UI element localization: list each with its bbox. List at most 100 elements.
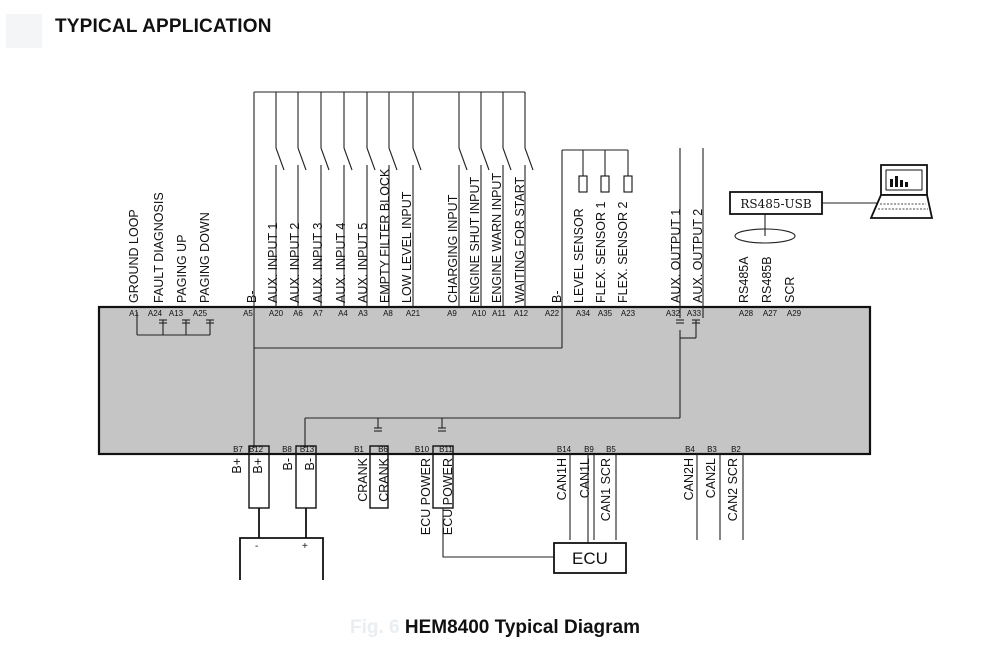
top-pin-a7: A7 xyxy=(313,309,323,318)
top-label-21: AUX. OUTPUT 2 xyxy=(691,209,705,303)
battery: - + xyxy=(239,508,324,580)
top-label-23: RS485B xyxy=(760,256,774,303)
caption-text: HEM8400 Typical Diagram xyxy=(404,617,641,638)
top-pin-a21: A21 xyxy=(406,309,421,318)
top-pin-a13: A13 xyxy=(169,309,184,318)
bottom-label-3: B- xyxy=(303,458,317,471)
top-wires xyxy=(275,92,534,307)
top-pin-a12: A12 xyxy=(514,309,529,318)
top-pin-a9: A9 xyxy=(447,309,457,318)
top-pin-a23: A23 xyxy=(621,309,636,318)
top-pin-a6: A6 xyxy=(293,309,303,318)
top-label-24: SCR xyxy=(783,277,797,303)
bottom-label-7: ECU POWER xyxy=(441,458,455,535)
bottom-pin-b2: B2 xyxy=(731,445,741,454)
top-pin-a8: A8 xyxy=(383,309,393,318)
top-label-6: AUX. INPUT 2 xyxy=(288,223,302,303)
controller-body xyxy=(97,305,872,456)
bottom-label-6: ECU POWER xyxy=(419,458,433,535)
page-title: TYPICAL APPLICATION xyxy=(55,16,272,37)
top-pin-a20: A20 xyxy=(269,309,284,318)
top-pin-a3: A3 xyxy=(358,309,368,318)
bottom-pins: B7 B12 B8 B13 B1 B6 B10 B11 B14 B9 B5 B4 B3 B2 xyxy=(233,445,741,454)
top-pin-a22: A22 xyxy=(545,309,560,318)
rs485-usb-label: RS485-USB xyxy=(740,197,812,211)
bottom-pin-b14: B14 xyxy=(557,445,572,454)
top-label-3: PAGING DOWN xyxy=(198,212,212,303)
top-label-1: FAULT DIAGNOSIS xyxy=(152,192,166,303)
top-labels: GROUND LOOP FAULT DIAGNOSIS PAGING UP PAGIN… xyxy=(127,168,797,303)
top-label-8: AUX. INPUT 4 xyxy=(334,223,348,303)
bottom-pin-b8: B8 xyxy=(282,445,292,454)
top-pin-a28: A28 xyxy=(739,309,754,318)
caption-fig-number: Fig. 6 xyxy=(349,617,400,638)
top-pin-a25: A25 xyxy=(193,309,208,318)
bottom-label-2: B- xyxy=(281,458,295,471)
capacitor-markers xyxy=(159,319,700,432)
battery-pos-label: + xyxy=(302,541,308,552)
bottom-pin-b12: B12 xyxy=(249,445,264,454)
bottom-label-0: B+ xyxy=(230,458,244,474)
top-pin-a32: A32 xyxy=(666,309,681,318)
laptop-icon xyxy=(869,164,934,219)
bottom-pin-b13: B13 xyxy=(300,445,315,454)
top-label-15: WAITING FOR START xyxy=(513,176,527,303)
bottom-label-9: CAN1L xyxy=(578,458,592,498)
ecu-label: ECU xyxy=(572,549,608,568)
bottom-label-10: CAN1 SCR xyxy=(599,458,613,521)
internal-wiring xyxy=(136,307,697,448)
bottom-pin-b4: B4 xyxy=(685,445,695,454)
top-pin-a33: A33 xyxy=(687,309,702,318)
bottom-label-5: CRANK xyxy=(377,457,391,501)
top-pin-a35: A35 xyxy=(598,309,613,318)
top-label-19: FLEX. SENSOR 2 xyxy=(616,202,630,303)
terminal-blocks xyxy=(248,445,454,509)
battery-neg-label: - xyxy=(255,541,258,552)
top-pin-a11: A11 xyxy=(492,309,506,318)
top-pin-a29: A29 xyxy=(787,309,802,318)
top-label-4: B- xyxy=(245,291,259,304)
bottom-pin-b11: B11 xyxy=(439,445,453,454)
bottom-label-13: CAN2 SCR xyxy=(726,458,740,521)
top-label-9: AUX. INPUT 5 xyxy=(356,223,370,303)
bottom-label-8: CAN1H xyxy=(555,458,569,500)
top-pin-a10: A10 xyxy=(472,309,487,318)
bottom-label-1: B+ xyxy=(251,458,265,474)
top-label-5: AUX. INPUT 1 xyxy=(266,223,280,303)
top-label-2: PAGING UP xyxy=(175,234,189,303)
rs485-usb-box xyxy=(729,191,823,215)
aux-output-wires xyxy=(679,148,704,318)
ecu-box xyxy=(553,542,627,574)
bottom-pin-b6: B6 xyxy=(378,445,388,454)
bottom-pin-b5: B5 xyxy=(606,445,616,454)
top-label-22: RS485A xyxy=(737,256,751,303)
figure-caption: Fig. 6 HEM8400 Typical Diagram xyxy=(0,617,990,639)
top-label-16: B- xyxy=(550,291,564,304)
top-label-0: GROUND LOOP xyxy=(127,209,141,303)
top-label-11: LOW LEVEL INPUT xyxy=(400,191,414,303)
top-pin-a27: A27 xyxy=(763,309,778,318)
bottom-pin-b10: B10 xyxy=(415,445,430,454)
top-label-17: LEVEL SENSOR xyxy=(572,208,586,303)
corner-decoration xyxy=(6,14,42,48)
top-pins: A1 A24 A13 A25 A5 A20 A6 A7 A4 A3 A8 A21 A9 A10 A11 A12… xyxy=(129,309,802,318)
top-pin-a24: A24 xyxy=(148,309,163,318)
top-pin-a34: A34 xyxy=(576,309,591,318)
top-label-13: ENGINE SHUT INPUT xyxy=(468,176,482,303)
bottom-pin-b1: B1 xyxy=(354,445,364,454)
bottom-label-4: CRANK xyxy=(356,457,370,501)
top-label-20: AUX. OUTPUT 1 xyxy=(669,209,683,303)
ecu-connection xyxy=(442,454,589,558)
bottom-pin-b7: B7 xyxy=(233,445,243,454)
bottom-wires xyxy=(569,454,744,540)
sensor-resistors xyxy=(561,149,633,307)
top-pin-a4: A4 xyxy=(338,309,348,318)
bottom-pin-b9: B9 xyxy=(584,445,594,454)
top-pin-a1: A1 xyxy=(129,309,139,318)
top-label-12: CHARGING INPUT xyxy=(446,194,460,303)
top-label-14: ENGINE WARN INPUT xyxy=(490,173,504,303)
top-pin-a5: A5 xyxy=(243,309,253,318)
bottom-pin-b3: B3 xyxy=(707,445,717,454)
rs485-cable xyxy=(734,202,880,244)
